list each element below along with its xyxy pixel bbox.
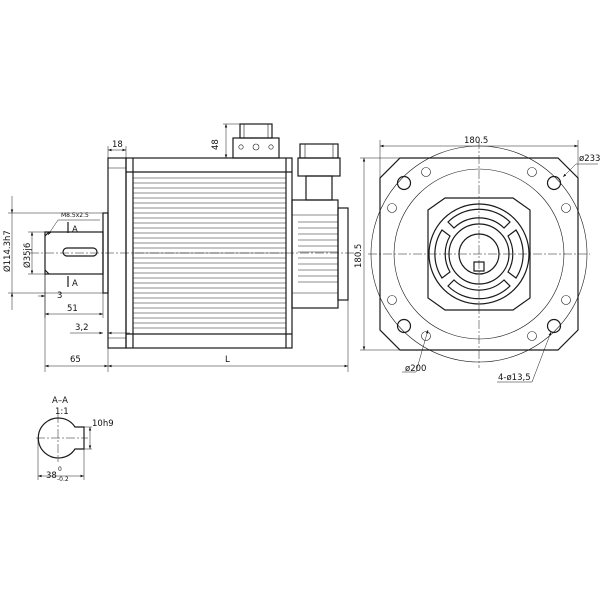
dim-dia-233: ø233 xyxy=(562,154,600,178)
section-label-a-bottom: A xyxy=(72,279,78,289)
dim-38-text: 38 xyxy=(46,471,57,481)
dim-3-2-text: 3,2 xyxy=(75,323,89,333)
dim-51: 51 xyxy=(44,293,104,318)
dim-3-2: 3,2 xyxy=(70,323,130,348)
mounting-hole xyxy=(546,318,562,334)
dim-dia-114: Ø114.3h7 xyxy=(2,196,103,310)
power-connector xyxy=(232,123,280,159)
section-title: A–A xyxy=(52,396,68,406)
section-marker-a-bottom: A xyxy=(67,276,78,289)
dim-180-5-top-text: 180.5 xyxy=(464,136,488,146)
section-view: A–A 1:1 10h9 38 0 -0.2 xyxy=(36,396,114,483)
dim-180-5-side: 180.5 xyxy=(354,157,400,351)
dim-dia-114-text: Ø114.3h7 xyxy=(2,230,13,272)
encoder-connector xyxy=(297,143,341,201)
dim-10h9: 10h9 xyxy=(84,419,114,450)
dim-48: 48 xyxy=(211,123,240,159)
dim-38-tol-upper: 0 xyxy=(58,466,62,473)
thread-text: M8.5x2.5 xyxy=(61,212,89,219)
flange-square xyxy=(379,157,579,351)
encoder-housing xyxy=(291,199,349,309)
side-view: A A 18 48 M8.5x2.5 xyxy=(2,123,360,372)
dim-18-text: 18 xyxy=(112,140,123,150)
dim-dia-35-text: Ø35j6 xyxy=(22,243,33,268)
dim-L-text: L xyxy=(225,355,230,365)
dim-180-5-top: 180.5 xyxy=(379,136,579,178)
dim-38-tol-lower: -0.2 xyxy=(57,476,69,483)
dim-holes: 4-ø13,5 xyxy=(497,331,552,383)
dim-65: 65 xyxy=(44,274,109,372)
inner-shoulder xyxy=(427,197,531,311)
dim-65-text: 65 xyxy=(70,355,81,365)
section-label-a-top: A xyxy=(72,225,78,235)
dim-38: 38 0 -0.2 xyxy=(37,438,85,483)
section-scale: 1:1 xyxy=(55,407,69,417)
dim-dia-35: Ø35j6 xyxy=(22,231,45,275)
dim-180-5-side-text: 180.5 xyxy=(354,244,364,268)
arc-slot-right xyxy=(507,229,524,279)
dim-18: 18 xyxy=(107,140,127,158)
dim-3: 3 xyxy=(38,274,62,302)
mounting-hole xyxy=(546,175,562,191)
mounting-hole xyxy=(396,318,412,334)
dim-dia-200-text: ø200 xyxy=(405,364,426,374)
section-marker-a-top: A xyxy=(67,222,78,235)
dim-dia-233-text: ø233 xyxy=(579,154,600,164)
dim-3-text: 3 xyxy=(57,291,62,301)
dim-10h9-text: 10h9 xyxy=(92,419,114,429)
arc-slot-left xyxy=(434,229,451,279)
mounting-holes xyxy=(396,175,562,334)
dim-dia-200: ø200 xyxy=(402,329,429,374)
arc-slot-bottom xyxy=(447,279,511,300)
dim-48-text: 48 xyxy=(211,139,221,150)
dim-holes-text: 4-ø13,5 xyxy=(498,373,531,383)
dim-51-text: 51 xyxy=(67,304,78,314)
small-holes xyxy=(387,167,571,341)
mounting-hole xyxy=(396,175,412,191)
thread-callout: M8.5x2.5 xyxy=(47,212,100,236)
section-shape xyxy=(37,417,85,459)
dim-L: L xyxy=(108,300,349,372)
motor-body xyxy=(125,157,293,349)
arc-slot-top xyxy=(447,208,511,229)
front-view: 180.5 180.5 ø233 ø200 4-ø13,5 xyxy=(354,136,600,383)
